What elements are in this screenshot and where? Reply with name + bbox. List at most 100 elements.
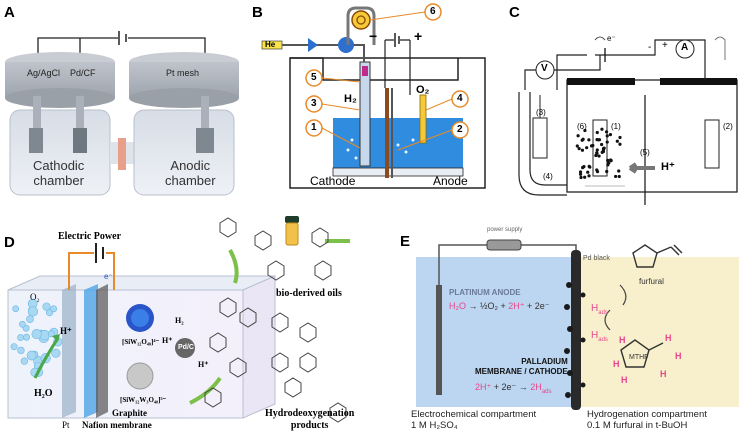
particle-dot (600, 127, 604, 131)
gas-bubble (12, 305, 20, 313)
particle-dot (581, 166, 585, 170)
gas-bubble (51, 348, 61, 358)
gas-inlet-label: He (265, 40, 276, 49)
particle-dot (583, 175, 587, 179)
gas-bubble (17, 334, 24, 341)
particle-dot (615, 139, 619, 143)
graphite-label: Graphite (112, 408, 147, 418)
callout-1: 1 (311, 122, 317, 133)
furfural-label: furfural (639, 277, 664, 286)
panel-e-diagram (416, 239, 739, 410)
left-caption-1: Electrochemical compartment (411, 409, 537, 420)
panel-e-label: E (400, 233, 411, 250)
hads-sub-1: ads (598, 310, 608, 316)
cathode-title-2: MEMBRANE / CATHODE (475, 367, 568, 376)
right-caption-1: Hydrogenation compartment (587, 409, 707, 420)
cathode-equation: 2H⁺ + 2e⁻ → 2Hads (475, 382, 552, 395)
gas-bubble (42, 302, 51, 311)
particle-dot (586, 170, 590, 174)
cathodic-word: Cathodic (33, 158, 85, 173)
particle-dot (595, 151, 599, 155)
panel-a-diagram (5, 31, 239, 196)
gas-bubble (26, 350, 37, 361)
callout-3: 3 (311, 98, 317, 109)
gas-bubble (50, 305, 58, 313)
panel-c-label: C (509, 4, 520, 21)
particle-dot (595, 170, 600, 174)
callout-2: 2 (457, 124, 463, 135)
panel-a-label: A (4, 4, 15, 21)
hads-sub-2: ads (598, 337, 608, 343)
particle-dot (579, 175, 583, 180)
particle-dot (587, 174, 591, 178)
particle-dot (608, 132, 613, 137)
left-caption: Electrochemical compartment 1 M H₂SO₄ (411, 409, 536, 431)
mthf-label: MTHF (629, 354, 649, 361)
particle-dot (597, 154, 601, 158)
hdo-line-2: products (290, 420, 329, 431)
voltmeter-label: V (541, 63, 548, 74)
hads-label-2: Hads (591, 330, 608, 343)
hads-h-2: H (591, 330, 599, 341)
o2-label-d: O₂ (30, 292, 40, 302)
h-plus-3-label: H⁺ (198, 360, 209, 369)
c-plus: + (662, 40, 668, 51)
anode-title: PLATINUM ANODE (449, 288, 521, 297)
power-supply-label: power supply (487, 227, 523, 233)
anode-eq-rest: → ½O₂ + (466, 301, 509, 311)
panel-b-diagram (261, 3, 486, 189)
panel-b-label: B (252, 4, 263, 21)
cathode-eq-hads: 2H (530, 382, 542, 392)
h-atom-2: H (613, 359, 620, 369)
panel-b: B (248, 0, 500, 205)
electrode-label-agagcl: Ag/AgCl (27, 68, 61, 78)
label-5: (5) (640, 148, 650, 157)
hads-label-1: Hads (591, 303, 608, 316)
cathode-eq-h: 2H⁺ (475, 382, 492, 392)
minus-terminal: − (369, 28, 378, 44)
panel-e: E power supply Pd black PLATINUM ANODE H… (395, 225, 747, 436)
particle-dot (595, 148, 599, 152)
particle-dot (617, 174, 621, 179)
catalyst-2-label: [SiW₁₂W₃O₄₀]⁵⁻ (120, 396, 167, 404)
particle-dot (614, 174, 618, 179)
particle-dot (606, 158, 610, 162)
chamber-word-1: chamber (33, 173, 84, 188)
particle-dot (581, 137, 585, 141)
cathode-title: PALLADIUM MEMBRANE / CATHODE (475, 357, 568, 377)
anode-label: Anode (433, 174, 468, 188)
callout-4: 4 (457, 93, 463, 104)
panel-d-diagram (7, 216, 350, 423)
h-atom-3: H (621, 375, 628, 385)
plus-terminal: + (414, 28, 423, 44)
chamber-word-2: chamber (165, 173, 216, 188)
label-6: (6) (577, 122, 587, 131)
particle-dot (617, 169, 621, 173)
particle-dot (618, 135, 622, 140)
electron-label-d: e⁻ (104, 272, 113, 281)
catalyst-1-label: [SiW₁₂O₄₀]⁴⁻ (122, 338, 160, 346)
c-minus: - (648, 42, 652, 53)
h-atom-1: H (619, 335, 626, 345)
bio-oils-label: bio-derived oils (276, 288, 342, 299)
h-plus-2-label: H⁺ (162, 336, 173, 345)
particle-dot (583, 128, 587, 133)
panel-c-diagram (518, 36, 738, 205)
gas-bubble (27, 306, 39, 317)
particle-dot (604, 130, 609, 134)
particle-dot (596, 138, 600, 142)
h-atom-4: H (665, 333, 672, 343)
particle-dot (594, 153, 598, 158)
particle-dot (609, 158, 613, 162)
hads-h-1: H (591, 303, 599, 314)
electric-power-label: Electric Power (58, 231, 122, 242)
pd-black-label: Pd black (583, 255, 610, 262)
label-4: (4) (543, 172, 553, 181)
water-label-d: H₂O (34, 388, 53, 399)
h2-label-d: H₂ (175, 316, 184, 325)
electrode-label-pt: Pt mesh (166, 68, 200, 78)
anodic-word: Anodic (170, 158, 211, 173)
particle-dot (587, 138, 591, 142)
ammeter-label: A (681, 42, 689, 53)
h-plus-label-d: H⁺ (60, 326, 72, 336)
